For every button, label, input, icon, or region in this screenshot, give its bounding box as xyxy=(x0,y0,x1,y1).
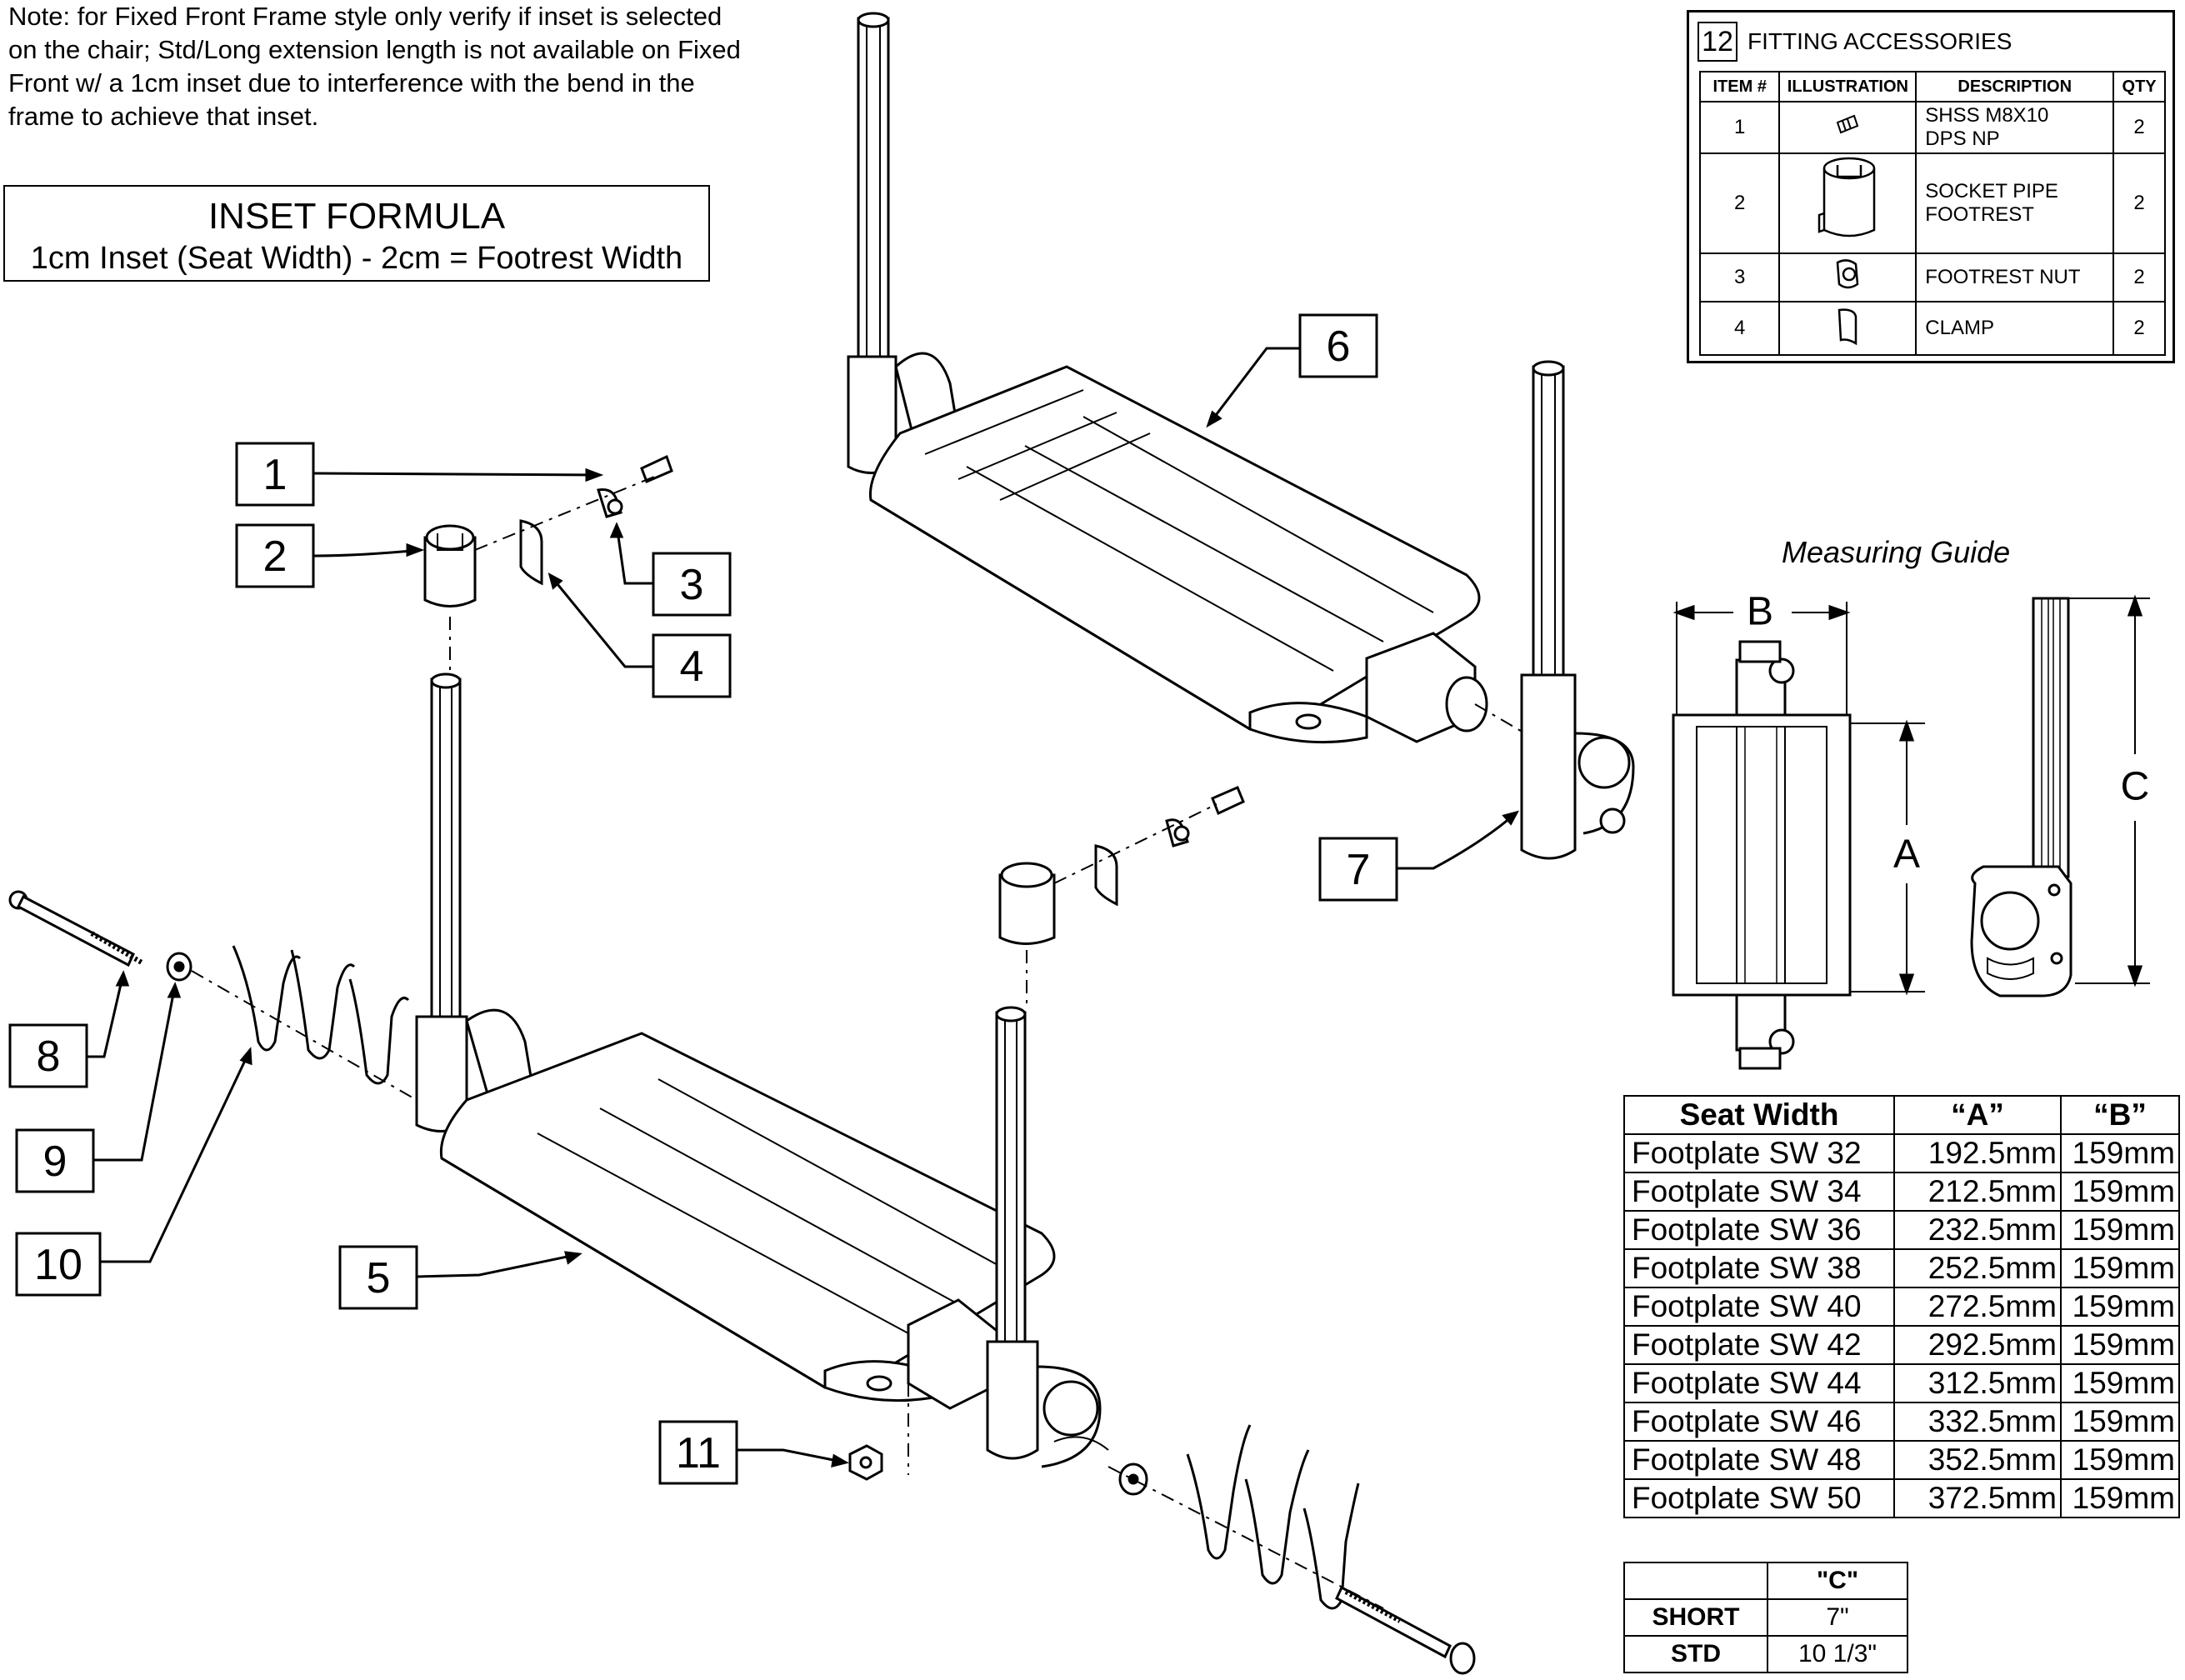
callout-8 xyxy=(8,970,130,1088)
c-length-table: "C" SHORT 7" STD 10 1/3" xyxy=(1623,1562,1908,1673)
item-cell: 2 xyxy=(1698,152,1781,254)
lower-footplate-assembly xyxy=(8,454,1476,1675)
fitting-accessories-panel: 12 FITTING ACCESSORIES ITEM # ILLUSTRATI… xyxy=(1687,10,2175,363)
col-illustration: ILLUSTRATION xyxy=(1778,71,1918,102)
table-row: 2 SOCKET PIPE FOOTREST 2 xyxy=(1698,152,2166,254)
col-description: DESCRIPTION xyxy=(1915,71,2115,102)
fitting-accessories-table: ITEM # ILLUSTRATION DESCRIPTION QTY 1 SH… xyxy=(1698,71,2166,356)
dimension-c-label: C xyxy=(2121,765,2150,809)
col-seat-width: Seat Width xyxy=(1623,1095,1895,1135)
table-row: 3 FOOTREST NUT 2 xyxy=(1698,252,2166,302)
upper-footplate-assembly xyxy=(847,12,1635,860)
callout-3 xyxy=(609,522,732,617)
callout-11 xyxy=(658,1420,849,1485)
callout-label-11: 11 xyxy=(676,1429,721,1478)
col-qty: QTY xyxy=(2112,71,2166,102)
item-cell: 3 xyxy=(1698,252,1781,302)
table-row: 1 SHSS M8X10 DPS NP 2 xyxy=(1698,101,2166,154)
dimension-a-label: A xyxy=(1893,832,1920,877)
table-row: STD 10 1/3" xyxy=(1623,1635,1908,1673)
callout-label-5: 5 xyxy=(367,1254,391,1302)
inset-formula-title: INSET FORMULA xyxy=(208,196,506,237)
callout-label-6: 6 xyxy=(1327,322,1351,371)
callout-label-1: 1 xyxy=(263,451,288,499)
callout-label-3: 3 xyxy=(680,561,704,609)
qty-cell: 2 xyxy=(2112,252,2166,302)
description-cell: SHSS M8X10 DPS NP xyxy=(1915,101,2115,154)
measuring-guide-drawing xyxy=(1672,594,2150,1070)
description-cell: SOCKET PIPE FOOTREST xyxy=(1915,152,2115,254)
callout-label-10: 10 xyxy=(34,1241,82,1289)
description-cell: FOOTREST NUT xyxy=(1915,252,2115,302)
callout-10 xyxy=(15,1047,252,1297)
inset-formula-box: INSET FORMULA 1cm Inset (Seat Width) - 2… xyxy=(3,185,710,282)
callout-2 xyxy=(235,523,425,588)
col-a: “A” xyxy=(1893,1095,2062,1135)
inset-formula-text: 1cm Inset (Seat Width) - 2cm = Footrest … xyxy=(30,241,683,276)
table-row: 4 CLAMP 2 xyxy=(1698,301,2166,356)
fitting-accessories-title: FITTING ACCESSORIES xyxy=(1748,28,2012,54)
measuring-guide-title: Measuring Guide xyxy=(1782,535,2011,569)
dimension-b-label: B xyxy=(1747,590,1773,634)
qty-cell: 2 xyxy=(2112,101,2166,154)
callout-label-9: 9 xyxy=(43,1138,68,1186)
footrest-nut-icon xyxy=(1778,252,1918,302)
callouts xyxy=(8,313,1519,1485)
callout-1 xyxy=(235,442,604,507)
qty-cell: 2 xyxy=(2112,301,2166,356)
callout-label-7: 7 xyxy=(1347,846,1371,894)
callout-label-8: 8 xyxy=(37,1032,61,1081)
table-row: SHORT 7" xyxy=(1623,1598,1908,1637)
callout-6 xyxy=(1206,313,1378,428)
col-item: ITEM # xyxy=(1698,71,1781,102)
col-c: "C" xyxy=(1767,1562,1908,1600)
callout-7 xyxy=(1318,810,1519,902)
clamp-icon xyxy=(1778,301,1918,356)
callout-label-2: 2 xyxy=(263,532,288,581)
set-screw-icon xyxy=(1778,101,1918,154)
fixed-front-note: Note: for Fixed Front Frame style only v… xyxy=(8,2,741,131)
qty-cell: 2 xyxy=(2112,152,2166,254)
callout-5 xyxy=(338,1245,582,1310)
fitting-item-number: 12 xyxy=(1698,22,1738,62)
item-cell: 4 xyxy=(1698,301,1781,356)
callout-9 xyxy=(15,982,182,1193)
callout-4 xyxy=(548,572,732,698)
col-b: “B” xyxy=(2060,1095,2180,1135)
item-cell: 1 xyxy=(1698,101,1781,154)
callout-label-4: 4 xyxy=(680,642,704,691)
description-cell: CLAMP xyxy=(1915,301,2115,356)
socket-pipe-icon xyxy=(1778,152,1918,254)
